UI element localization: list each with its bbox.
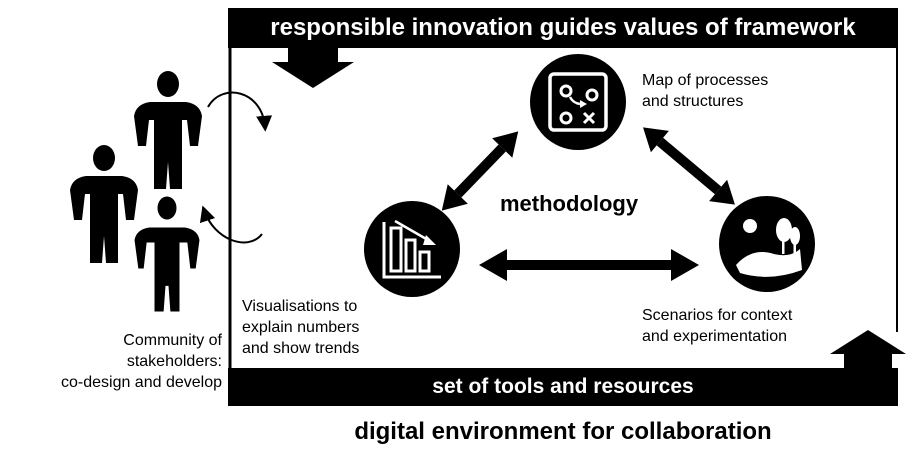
top-banner-title: responsible innovation guides values of … — [270, 14, 856, 41]
person-icon — [131, 193, 203, 315]
double-arrow-icon — [479, 249, 699, 281]
people-group-icon — [70, 71, 203, 315]
map-node-label: Map of processes and structures — [642, 70, 768, 112]
process-map-icon — [530, 54, 626, 150]
label-line: Visualisations to — [242, 298, 358, 315]
label-line: and structures — [642, 93, 744, 110]
double-arrow-icon — [643, 127, 735, 205]
label-line: stakeholders: — [126, 353, 222, 370]
bar-chart-icon — [364, 201, 460, 297]
bottom-banner — [228, 368, 898, 406]
footer-title: digital environment for collaboration — [354, 418, 772, 445]
label-line: Scenarios for context — [642, 307, 793, 324]
landscape-icon — [719, 196, 815, 292]
person-icon — [134, 71, 202, 189]
community-label: Community of stakeholders: co-design and… — [2, 330, 222, 393]
down-arrow-icon — [272, 48, 354, 88]
scenarios-node-label: Scenarios for context and experimentatio… — [642, 305, 792, 347]
label-line: Map of processes — [642, 72, 769, 89]
top-banner — [228, 8, 898, 48]
double-arrow-icon — [441, 131, 519, 211]
curved-arrow-icon — [207, 91, 273, 132]
methodology-triangle-arrows — [441, 127, 735, 281]
label-line: and show trends — [242, 340, 360, 357]
label-line: co-design and develop — [60, 374, 222, 391]
methodology-label: methodology — [500, 191, 639, 216]
label-line: Community of — [123, 332, 222, 349]
label-line: and experimentation — [642, 328, 787, 345]
bottom-banner-title: set of tools and resources — [432, 375, 694, 398]
label-line: explain numbers — [242, 319, 360, 336]
up-arrow-icon — [830, 330, 906, 370]
person-icon — [70, 145, 138, 263]
curved-arrow-icon — [199, 205, 263, 244]
visualisations-node-label: Visualisations to explain numbers and sh… — [242, 296, 359, 359]
